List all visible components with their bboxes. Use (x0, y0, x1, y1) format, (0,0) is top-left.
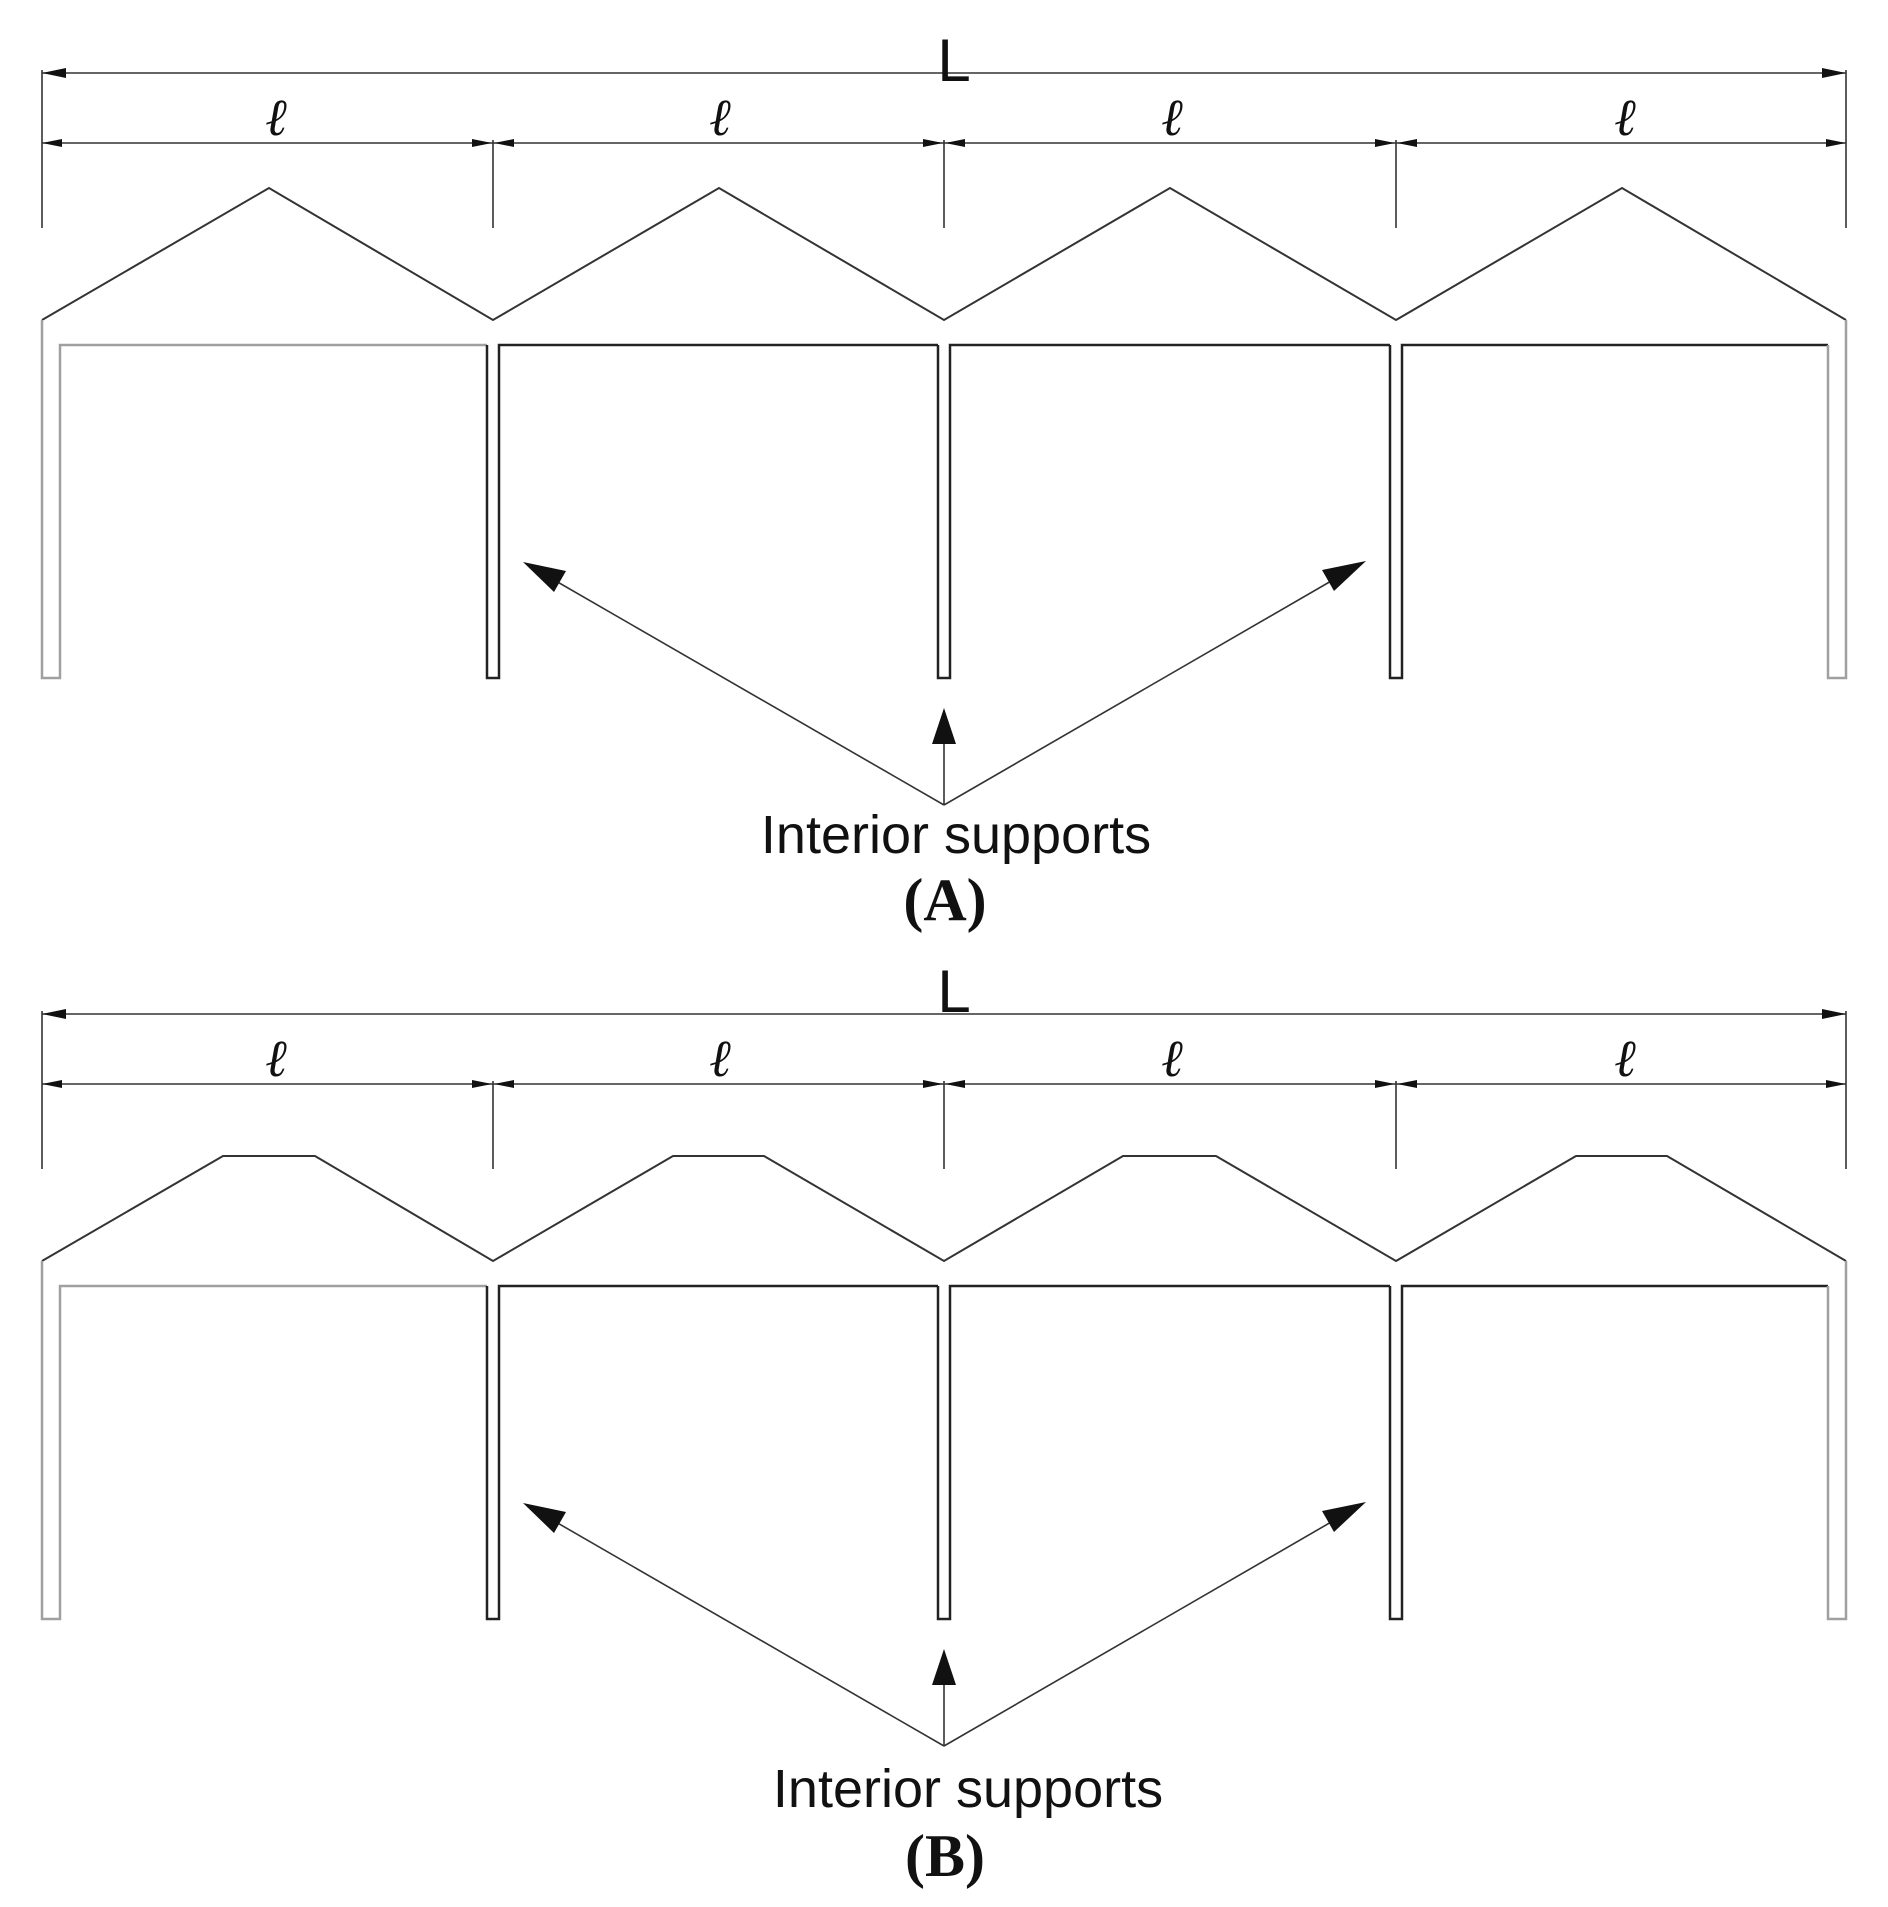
bay-dimension-lines (42, 139, 1846, 228)
bay-span-label-2: ℓ (709, 88, 731, 148)
bay-span-label-3: ℓ (1161, 1029, 1183, 1089)
bay-span-label-4: ℓ (1614, 88, 1636, 148)
interior-supports-arrows (523, 1502, 1366, 1747)
bay-span-label-1: ℓ (265, 1029, 287, 1089)
panel-caption: (B) (905, 1823, 985, 1889)
roof-profile (41, 186, 1847, 322)
overall-dimension-line (41, 68, 1847, 228)
interior-column-2 (936, 1284, 1390, 1621)
interior-column-1 (485, 343, 938, 680)
overall-span-label: L (937, 27, 970, 94)
exterior-column-left (40, 1261, 487, 1621)
panel-b: L ℓ ℓ ℓ ℓ (40, 958, 1848, 1889)
overall-span-label: L (937, 958, 970, 1025)
panel-caption: (A) (903, 867, 986, 933)
bay-span-label-3: ℓ (1161, 88, 1183, 148)
interior-column-2 (936, 343, 1390, 680)
interior-column-3 (1388, 343, 1828, 680)
interior-column-3 (1388, 1284, 1828, 1621)
bay-dimension-lines (42, 1080, 1846, 1169)
roof-profile (41, 1155, 1847, 1263)
panel-a: L ℓ ℓ ℓ ℓ (40, 27, 1848, 933)
frame (40, 1261, 1848, 1621)
interior-supports-label: Interior supports (773, 1759, 1163, 1819)
bay-span-label-2: ℓ (709, 1029, 731, 1089)
exterior-column-right (1826, 1261, 1848, 1621)
bay-span-label-1: ℓ (265, 88, 287, 148)
overall-dimension-line (41, 1009, 1847, 1169)
interior-column-1 (485, 1284, 938, 1621)
exterior-column-left (40, 320, 487, 680)
interior-supports-label: Interior supports (761, 805, 1151, 865)
frame (40, 320, 1848, 680)
bay-span-label-4: ℓ (1614, 1029, 1636, 1089)
exterior-column-right (1826, 320, 1848, 680)
interior-supports-arrows (523, 561, 1366, 806)
